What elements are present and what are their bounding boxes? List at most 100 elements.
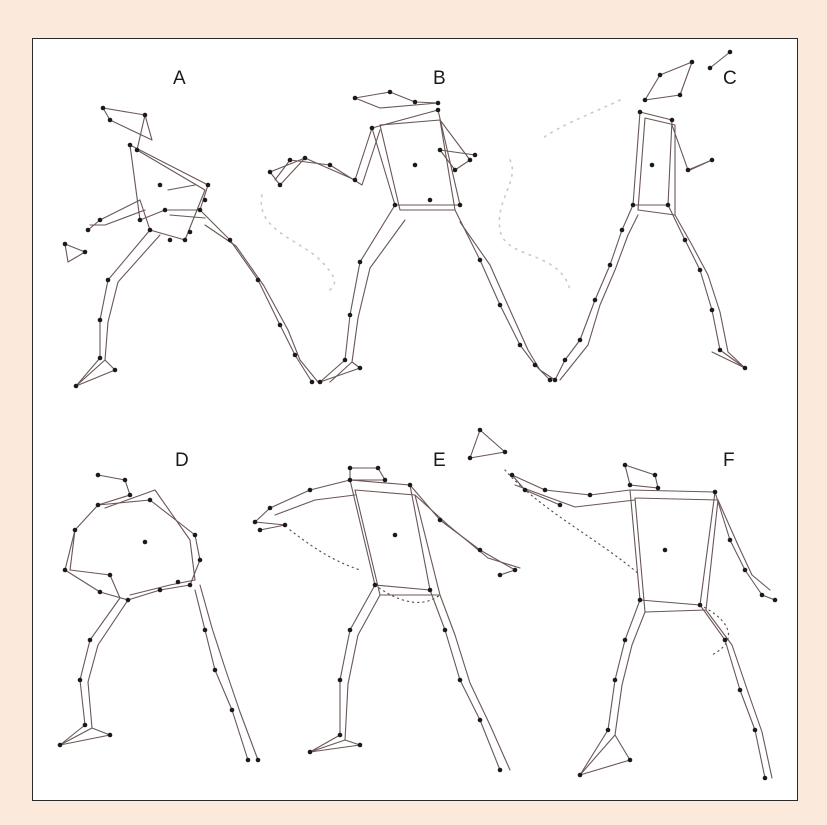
skeleton-joint (158, 183, 163, 188)
skeleton-joint (678, 93, 683, 98)
skeleton-joint (168, 238, 173, 243)
skeleton-bone (60, 600, 128, 745)
skeleton-joint (638, 110, 643, 115)
skeleton-bone (633, 112, 672, 205)
skeleton-joint (86, 228, 91, 233)
skeleton-joint (158, 588, 163, 593)
skeleton-joint (498, 573, 503, 578)
skeleton-joint (370, 126, 375, 131)
skeleton-bone (710, 52, 730, 68)
skeleton-joint (98, 218, 103, 223)
skeleton-bone (310, 585, 375, 752)
skeleton-joint (608, 263, 613, 268)
skeleton-joint (126, 598, 131, 603)
skeleton-joint (408, 483, 413, 488)
skeleton-joint (96, 473, 101, 478)
skeleton-joint (123, 478, 128, 483)
skeleton-bone (103, 108, 145, 150)
skeleton-joint (83, 250, 88, 255)
skeleton-joint (458, 678, 463, 683)
skeleton-joint (258, 528, 263, 533)
skeleton-bone (645, 62, 692, 100)
skeleton-bone (580, 600, 640, 775)
skeleton-joint (683, 238, 688, 243)
skeleton-joint (96, 503, 101, 508)
skeleton-bone (137, 150, 205, 240)
skeleton-joint (513, 568, 518, 573)
skeleton-figure-e (253, 466, 520, 773)
skeleton-bone (668, 205, 745, 368)
skeleton-joint (728, 538, 733, 543)
skeleton-bone (200, 585, 258, 760)
skeleton-joint (628, 758, 633, 763)
skeleton-bone (440, 595, 510, 770)
skeleton-joint (303, 156, 308, 161)
skeleton-joint (753, 728, 758, 733)
skeleton-bone (350, 468, 385, 480)
skeleton-joint (353, 178, 358, 183)
skeleton-joint (308, 750, 313, 755)
skeleton-joint (246, 758, 251, 763)
skeleton-joint (438, 148, 443, 153)
skeleton-joint (338, 678, 343, 683)
skeleton-joint (348, 466, 353, 471)
skeleton-bone (76, 230, 150, 386)
motion-trail (499, 160, 570, 290)
panel-label-e: E (433, 450, 446, 471)
skeleton-joint (98, 590, 103, 595)
skeleton-joint (358, 743, 363, 748)
skeleton-figure-b (268, 90, 555, 385)
skeleton-joint (663, 548, 668, 553)
skeleton-joint (510, 473, 515, 478)
skeleton-joint (343, 358, 348, 363)
skeleton-joint (348, 313, 353, 318)
skeleton-joint (230, 708, 235, 713)
skeleton-joint (183, 238, 188, 243)
skeleton-bone (168, 185, 195, 190)
skeleton-joint (643, 98, 648, 103)
skeleton-joint (74, 384, 79, 389)
skeleton-joint (288, 158, 293, 163)
skeleton-joint (113, 368, 118, 373)
skeleton-joint (728, 50, 733, 55)
skeleton-joint (228, 238, 233, 243)
skeleton-joint (413, 163, 418, 168)
skeleton-joint (698, 603, 703, 608)
skeleton-bone (440, 120, 475, 170)
skeleton-joint (358, 366, 363, 371)
skeleton-joint (108, 573, 113, 578)
skeleton-joint (393, 533, 398, 538)
panel-label-b: B (433, 68, 446, 89)
skeleton-joint (98, 318, 103, 323)
skeleton-joint (206, 183, 211, 188)
skeleton-bone (130, 145, 208, 220)
skeleton-bone (320, 205, 395, 382)
motion-trail (261, 195, 334, 290)
skeleton-joint (760, 593, 765, 598)
skeleton-joint (135, 148, 140, 153)
skeleton-joint (653, 473, 658, 478)
skeleton-joint (710, 158, 715, 163)
motion-trail (540, 100, 620, 140)
skeleton-joint (293, 353, 298, 358)
skeleton-bone (310, 595, 380, 752)
skeleton-joint (548, 378, 553, 383)
skeleton-joint (176, 580, 181, 585)
skeleton-joint (763, 776, 768, 781)
skeleton-joint (473, 153, 478, 158)
skeleton-joint (358, 260, 363, 265)
skeleton-bone (430, 590, 500, 770)
skeleton-joint (143, 540, 148, 545)
skeleton-joint (213, 668, 218, 673)
skeleton-joint (148, 498, 153, 503)
skeleton-joint (553, 378, 558, 383)
skeleton-bone (672, 125, 712, 170)
skeleton-bone (195, 590, 248, 760)
skeleton-joint (578, 773, 583, 778)
skeleton-figure-a (63, 106, 318, 389)
panel-label-f: F (723, 450, 735, 471)
skeleton-bone (460, 222, 555, 380)
skeleton-joint (348, 478, 353, 483)
skeleton-joint (283, 523, 288, 528)
skeleton-joint (713, 490, 718, 495)
